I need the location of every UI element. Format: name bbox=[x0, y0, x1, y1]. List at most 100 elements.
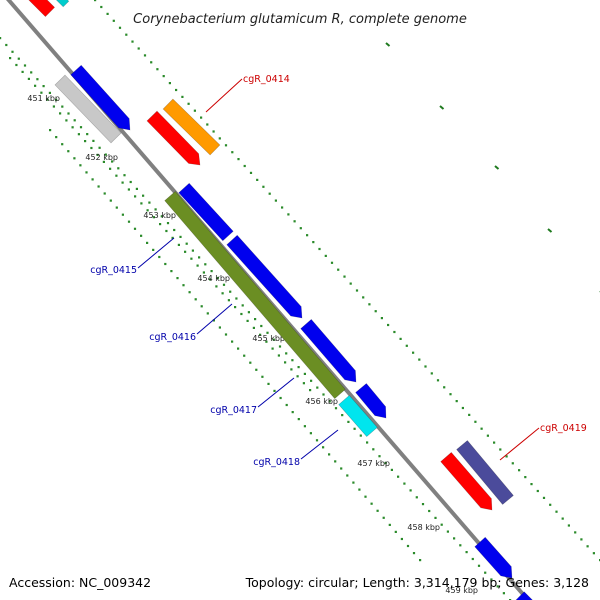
gc-dot bbox=[71, 126, 74, 129]
gc-dot bbox=[196, 264, 199, 267]
gc-dot bbox=[150, 61, 153, 64]
gc-dot bbox=[160, 215, 163, 218]
gc-dot bbox=[94, 0, 97, 2]
gc-dot bbox=[486, 434, 489, 437]
gene-blue-453[interactable] bbox=[178, 182, 234, 242]
gc-dot bbox=[480, 427, 483, 430]
gc-dot bbox=[17, 57, 20, 60]
gc-dot bbox=[378, 455, 381, 458]
gc-dot bbox=[567, 524, 570, 527]
gc-dot bbox=[182, 284, 185, 287]
gc-dot bbox=[405, 344, 408, 347]
gene-blue-459-partial[interactable] bbox=[515, 591, 536, 600]
gc-dot bbox=[243, 354, 246, 357]
gc-dot bbox=[287, 213, 290, 216]
gc-dot bbox=[306, 234, 309, 237]
gc-dot bbox=[15, 63, 18, 67]
gc-dot bbox=[265, 340, 268, 343]
gc-dot bbox=[368, 303, 371, 306]
gc-dot bbox=[202, 271, 205, 274]
gc-dot bbox=[5, 43, 8, 47]
gc-dot bbox=[67, 150, 70, 153]
gene-blue-456[interactable] bbox=[355, 383, 387, 419]
gc-dot bbox=[394, 530, 397, 533]
gc-dot bbox=[330, 261, 334, 264]
gc-dot bbox=[96, 153, 99, 156]
gc-dot bbox=[366, 441, 369, 444]
gene-cgR_0414[interactable] bbox=[162, 98, 221, 156]
gc-dot bbox=[284, 361, 287, 364]
gene-blue-458[interactable] bbox=[474, 536, 513, 579]
gc-dot bbox=[352, 481, 355, 484]
gc-dot bbox=[234, 306, 237, 309]
accession-label: Accession: NC_009342 bbox=[9, 575, 151, 590]
gc-dot bbox=[117, 167, 120, 170]
gc-dot bbox=[212, 319, 215, 322]
gc-dot bbox=[204, 263, 207, 266]
gc-dot bbox=[260, 324, 263, 328]
gc-dot bbox=[355, 289, 359, 292]
gc-dot bbox=[493, 441, 496, 444]
gc-dot bbox=[424, 365, 427, 368]
gene-blue-451[interactable] bbox=[70, 64, 131, 131]
gc-dot bbox=[55, 98, 58, 101]
gene-partial-red[interactable] bbox=[27, 0, 56, 18]
gc-dot bbox=[109, 167, 112, 170]
gene-partial-cyan[interactable] bbox=[55, 0, 70, 8]
gc-dot bbox=[465, 551, 468, 554]
gc-dot bbox=[291, 411, 294, 414]
leader-line bbox=[257, 377, 295, 408]
gene-label-cgR_0416[interactable]: cgR_0416 bbox=[149, 332, 196, 343]
gene-olive-cgR_0416[interactable] bbox=[164, 190, 346, 400]
gene-red-419b[interactable] bbox=[440, 451, 493, 511]
gc-dot bbox=[221, 292, 224, 295]
gene-red-414b[interactable] bbox=[146, 110, 201, 166]
gc-dot bbox=[231, 340, 234, 343]
gc-dot bbox=[235, 297, 238, 300]
gc-dot bbox=[90, 146, 93, 150]
gc-dot bbox=[137, 47, 140, 50]
gc-dot bbox=[272, 338, 275, 341]
gc-dot bbox=[158, 255, 161, 259]
gc-dot bbox=[376, 509, 379, 512]
gene-labels: cgR_0414 cgR_0415 cgR_0416 cgR_0417 cgR_0418… bbox=[90, 74, 587, 468]
gc-dot bbox=[61, 143, 64, 146]
tick-mark bbox=[494, 165, 500, 170]
gc-dot bbox=[262, 185, 265, 188]
gene-label-cgR_0414[interactable]: cgR_0414 bbox=[243, 74, 290, 85]
gc-dot bbox=[290, 368, 293, 371]
gc-dot bbox=[127, 220, 131, 223]
gene-gray[interactable] bbox=[54, 74, 122, 144]
gc-dot bbox=[237, 347, 240, 350]
gene-cyan-cgR_0418[interactable] bbox=[338, 394, 378, 438]
gene-label-cgR_0415[interactable]: cgR_0415 bbox=[90, 265, 137, 276]
gc-dot bbox=[175, 88, 178, 92]
gc-dot bbox=[146, 209, 149, 212]
gc-dot bbox=[281, 206, 284, 209]
gc-dot bbox=[103, 192, 106, 195]
gene-label-cgR_0419[interactable]: cgR_0419 bbox=[540, 423, 587, 434]
gene-features bbox=[27, 0, 536, 600]
gc-dot bbox=[34, 84, 37, 87]
gc-dot bbox=[222, 283, 226, 286]
gc-dot bbox=[580, 538, 583, 541]
gc-dot bbox=[237, 158, 240, 161]
gene-blue-455[interactable] bbox=[300, 318, 357, 383]
gene-blue-454[interactable] bbox=[226, 234, 303, 319]
gc-dot bbox=[91, 178, 94, 181]
gc-dot bbox=[247, 311, 250, 314]
gc-dot bbox=[85, 171, 88, 174]
gene-label-cgR_0418[interactable]: cgR_0418 bbox=[253, 457, 300, 468]
gene-slate-cgR_0419[interactable] bbox=[456, 440, 514, 505]
gc-dot bbox=[511, 462, 514, 465]
tick-label: 455 kbp bbox=[252, 334, 285, 343]
gc-dot bbox=[299, 227, 302, 230]
gc-dot bbox=[115, 206, 118, 209]
gene-label-cgR_0417[interactable]: cgR_0417 bbox=[210, 405, 257, 416]
gc-dot bbox=[261, 375, 264, 378]
gc-dot bbox=[328, 400, 331, 403]
gc-dot bbox=[40, 91, 43, 94]
